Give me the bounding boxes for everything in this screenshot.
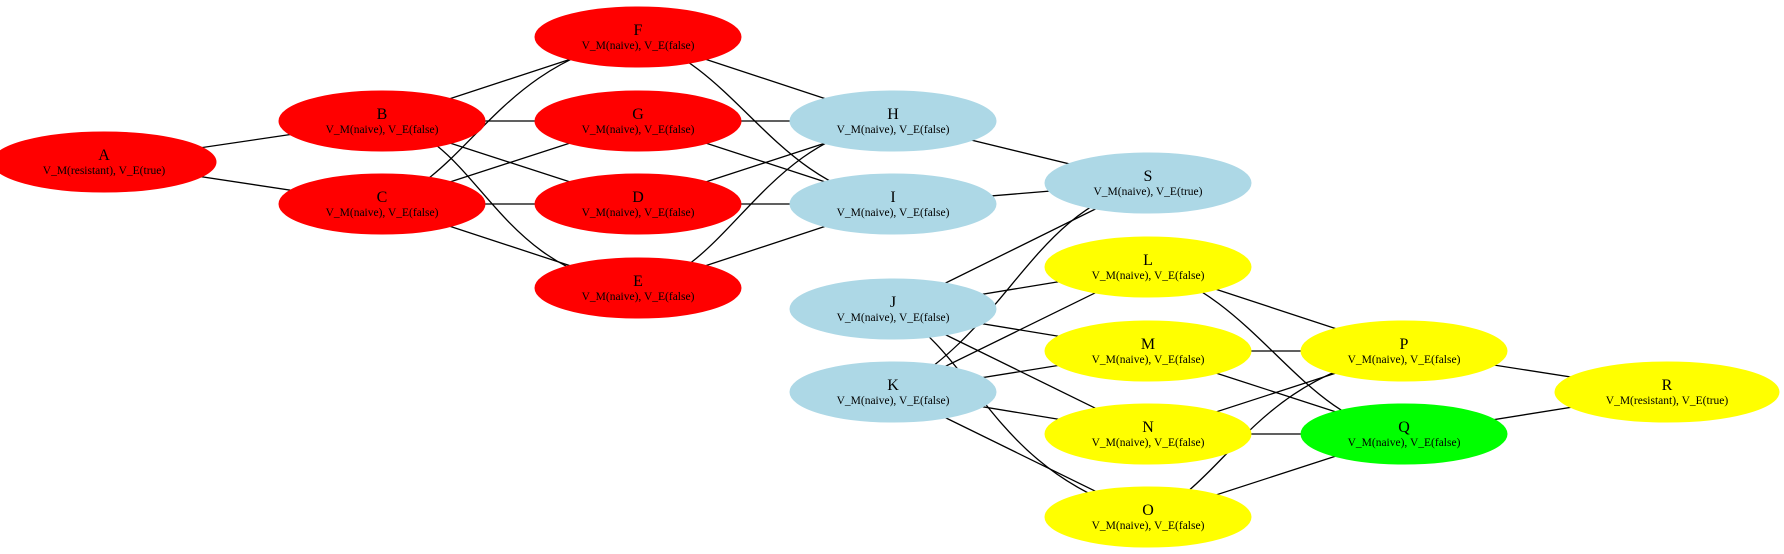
- node-p-label: P: [1400, 336, 1409, 353]
- node-r-ellipse: [1554, 361, 1780, 423]
- node-l-ellipse: [1044, 236, 1252, 298]
- node-r-attributes: V_M(resistant), V_E(true): [1606, 395, 1729, 407]
- nodes-layer: AV_M(resistant), V_E(true)BV_M(naive), V…: [0, 6, 1780, 548]
- node-b-ellipse: [278, 90, 486, 152]
- node-c-attributes: V_M(naive), V_E(false): [326, 207, 439, 219]
- node-o[interactable]: OV_M(naive), V_E(false): [1044, 486, 1252, 548]
- node-j-label: J: [890, 294, 896, 311]
- node-k-attributes: V_M(naive), V_E(false): [837, 395, 950, 407]
- node-h-attributes: V_M(naive), V_E(false): [837, 124, 950, 136]
- node-q-ellipse: [1300, 403, 1508, 465]
- node-n-ellipse: [1044, 403, 1252, 465]
- node-g[interactable]: GV_M(naive), V_E(false): [534, 90, 742, 152]
- node-o-ellipse: [1044, 486, 1252, 548]
- node-m-ellipse: [1044, 320, 1252, 382]
- node-b[interactable]: BV_M(naive), V_E(false): [278, 90, 486, 152]
- node-n-attributes: V_M(naive), V_E(false): [1092, 437, 1205, 449]
- node-c-ellipse: [278, 173, 486, 235]
- node-s-label: S: [1144, 168, 1153, 185]
- node-a-label: A: [98, 147, 110, 164]
- node-p-attributes: V_M(naive), V_E(false): [1348, 354, 1461, 366]
- node-q-label: Q: [1398, 419, 1410, 436]
- node-i-label: I: [890, 189, 895, 206]
- node-a-attributes: V_M(resistant), V_E(true): [43, 165, 166, 177]
- node-j[interactable]: JV_M(naive), V_E(false): [789, 278, 997, 340]
- node-f[interactable]: FV_M(naive), V_E(false): [534, 6, 742, 68]
- node-k-ellipse: [789, 361, 997, 423]
- node-l-label: L: [1143, 252, 1153, 269]
- node-d-label: D: [632, 189, 644, 206]
- node-q[interactable]: QV_M(naive), V_E(false): [1300, 403, 1508, 465]
- node-m-label: M: [1141, 336, 1155, 353]
- node-p-ellipse: [1300, 320, 1508, 382]
- node-j-attributes: V_M(naive), V_E(false): [837, 312, 950, 324]
- node-k[interactable]: KV_M(naive), V_E(false): [789, 361, 997, 423]
- node-d-ellipse: [534, 173, 742, 235]
- node-g-attributes: V_M(naive), V_E(false): [582, 124, 695, 136]
- node-p[interactable]: PV_M(naive), V_E(false): [1300, 320, 1508, 382]
- node-l-attributes: V_M(naive), V_E(false): [1092, 270, 1205, 282]
- node-c-label: C: [377, 189, 388, 206]
- node-f-label: F: [634, 22, 643, 39]
- node-g-label: G: [632, 106, 644, 123]
- node-h[interactable]: HV_M(naive), V_E(false): [789, 90, 997, 152]
- node-s-ellipse: [1044, 152, 1252, 214]
- node-e-attributes: V_M(naive), V_E(false): [582, 291, 695, 303]
- node-m-attributes: V_M(naive), V_E(false): [1092, 354, 1205, 366]
- node-d-attributes: V_M(naive), V_E(false): [582, 207, 695, 219]
- node-h-ellipse: [789, 90, 997, 152]
- node-a-ellipse: [0, 131, 217, 193]
- node-i-ellipse: [789, 173, 997, 235]
- node-l[interactable]: LV_M(naive), V_E(false): [1044, 236, 1252, 298]
- node-e-label: E: [633, 273, 643, 290]
- node-o-attributes: V_M(naive), V_E(false): [1092, 520, 1205, 532]
- node-i-attributes: V_M(naive), V_E(false): [837, 207, 950, 219]
- node-q-attributes: V_M(naive), V_E(false): [1348, 437, 1461, 449]
- node-s-attributes: V_M(naive), V_E(true): [1093, 186, 1202, 198]
- node-e-ellipse: [534, 257, 742, 319]
- node-b-label: B: [377, 106, 388, 123]
- node-h-label: H: [887, 106, 899, 123]
- node-g-ellipse: [534, 90, 742, 152]
- node-n[interactable]: NV_M(naive), V_E(false): [1044, 403, 1252, 465]
- node-s[interactable]: SV_M(naive), V_E(true): [1044, 152, 1252, 214]
- node-r[interactable]: RV_M(resistant), V_E(true): [1554, 361, 1780, 423]
- node-n-label: N: [1142, 419, 1154, 436]
- node-f-attributes: V_M(naive), V_E(false): [582, 40, 695, 52]
- node-f-ellipse: [534, 6, 742, 68]
- node-r-label: R: [1662, 377, 1673, 394]
- node-b-attributes: V_M(naive), V_E(false): [326, 124, 439, 136]
- node-c[interactable]: CV_M(naive), V_E(false): [278, 173, 486, 235]
- node-i[interactable]: IV_M(naive), V_E(false): [789, 173, 997, 235]
- node-a[interactable]: AV_M(resistant), V_E(true): [0, 131, 217, 193]
- node-e[interactable]: EV_M(naive), V_E(false): [534, 257, 742, 319]
- node-j-ellipse: [789, 278, 997, 340]
- node-m[interactable]: MV_M(naive), V_E(false): [1044, 320, 1252, 382]
- node-o-label: O: [1142, 502, 1154, 519]
- node-k-label: K: [887, 377, 899, 394]
- node-d[interactable]: DV_M(naive), V_E(false): [534, 173, 742, 235]
